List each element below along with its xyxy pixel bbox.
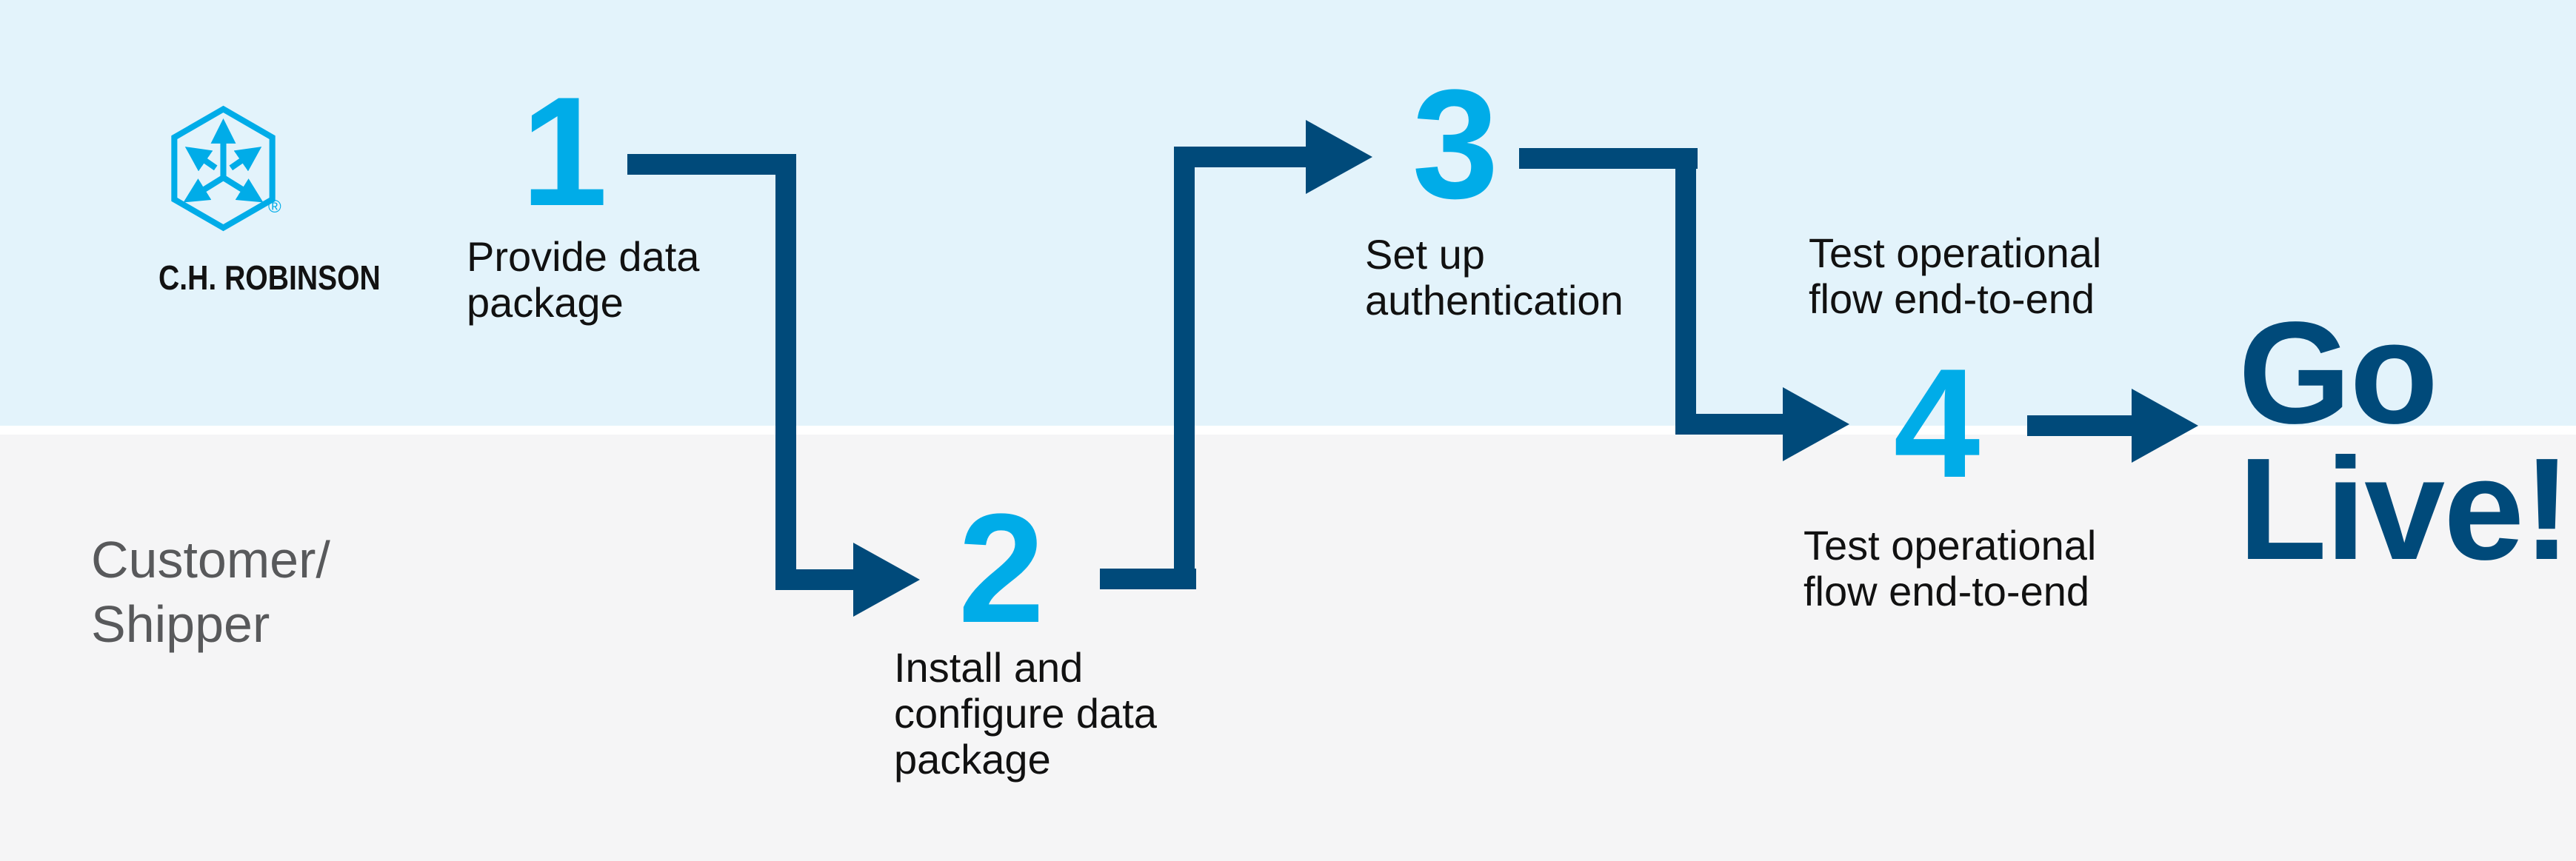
step-4-label-bottom: Test operational flow end-to-end xyxy=(1803,523,2096,614)
step-2-label-line: configure data xyxy=(894,690,1157,737)
connector-segment xyxy=(775,154,796,590)
step-4-label-line: Test operational xyxy=(1809,230,2102,276)
step-2-number: 2 xyxy=(958,481,1045,655)
registered-trademark: ® xyxy=(268,197,281,217)
arrow-right-icon xyxy=(1306,120,1372,194)
connector-segment xyxy=(1675,148,1696,435)
step-2-label-line: package xyxy=(894,736,1051,783)
step-1-label-line: Provide data xyxy=(467,233,700,280)
lane-divider xyxy=(0,426,2576,435)
arrow-right-icon xyxy=(853,543,920,617)
connector-segment xyxy=(1174,147,1195,589)
connector-segment xyxy=(775,569,853,590)
step-3-label-line: Set up xyxy=(1365,231,1485,278)
step-2-label: Install and configure data package xyxy=(894,645,1157,783)
chr-wordmark: C.H. ROBINSON xyxy=(159,258,381,297)
chr-hexagon-arrows-icon xyxy=(171,105,276,232)
go-live-line: Go xyxy=(2238,292,2438,454)
lane-customer-shipper xyxy=(0,435,2576,861)
connector-segment xyxy=(1174,147,1306,167)
lane-ch-robinson xyxy=(0,0,2576,426)
go-live-line: Live! xyxy=(2238,428,2571,590)
step-1-label-line: package xyxy=(467,279,624,326)
step-2-label-line: Install and xyxy=(894,644,1084,691)
step-1-label: Provide data package xyxy=(467,234,699,326)
step-4-label-line: Test operational xyxy=(1803,522,2097,569)
connector-segment xyxy=(627,154,796,175)
step-4-label-line: flow end-to-end xyxy=(1809,275,2095,322)
step-4-label-top: Test operational flow end-to-end xyxy=(1809,230,2101,322)
step-3-number: 3 xyxy=(1412,57,1499,231)
step-4-label-line: flow end-to-end xyxy=(1803,568,2090,614)
connector-segment xyxy=(1675,414,1783,435)
step-3-label-line: authentication xyxy=(1365,277,1624,324)
arrow-right-icon xyxy=(1783,387,1849,461)
lane-label-line: Shipper xyxy=(91,595,270,653)
go-live-text: Go Live! xyxy=(2238,292,2571,590)
connector-segment xyxy=(2027,415,2138,436)
lane-label-customer-shipper: Customer/ Shipper xyxy=(91,528,330,657)
step-4-number: 4 xyxy=(1893,336,1981,510)
lane-label-line: Customer/ xyxy=(91,531,330,589)
arrow-right-icon xyxy=(2132,389,2198,463)
connector-segment xyxy=(1519,148,1698,169)
step-1-number: 1 xyxy=(521,64,608,238)
step-3-label: Set up authentication xyxy=(1365,232,1624,324)
